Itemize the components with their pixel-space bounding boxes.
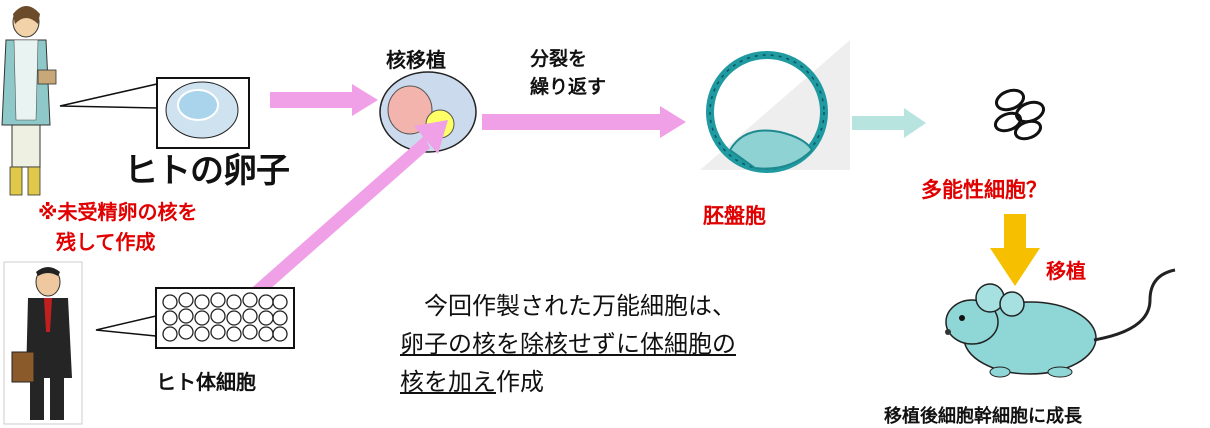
main-text-line3-underlined: 核を加え bbox=[400, 368, 496, 396]
division-label-line2: 繰り返す bbox=[530, 76, 607, 98]
egg-title: ヒトの卵子 bbox=[124, 151, 290, 191]
transplant-label: 移植 bbox=[1046, 259, 1086, 283]
egg-note-line1: ※未受精卵の核を bbox=[38, 200, 198, 224]
main-text-line3-plain: 作成 bbox=[496, 368, 544, 396]
growth-label: 移植後細胞幹細胞に成長 bbox=[884, 406, 1082, 427]
somatic-cell-label: ヒト体細胞 bbox=[156, 370, 256, 394]
arrow-pluripotent-to-mouse bbox=[990, 214, 1040, 286]
division-label-line1: 分裂を bbox=[530, 48, 588, 70]
arrow-transfer-to-blastocyst bbox=[482, 106, 686, 138]
blastocyst-icon bbox=[700, 40, 850, 173]
man-icon bbox=[3, 261, 83, 425]
blastocyst-label: 胚盤胞 bbox=[703, 204, 766, 228]
egg-callout bbox=[59, 77, 250, 149]
pluripotent-cells-icon bbox=[993, 88, 1046, 141]
nuclear-transfer-label: 核移植 bbox=[386, 48, 446, 72]
arrow-somatic-to-transfer bbox=[238, 120, 448, 312]
main-text-line3: 核を加え作成 bbox=[400, 362, 544, 397]
mouse-icon bbox=[945, 268, 1176, 378]
pluripotent-label: 多能性細胞？ bbox=[921, 178, 1047, 202]
main-text-line1: 今回作製された万能細胞は、 bbox=[424, 292, 736, 320]
main-text-line2: 卵子の核を除核せずに体細胞の bbox=[400, 330, 736, 358]
arrow-egg-to-transfer bbox=[270, 84, 378, 116]
egg-note-line2: 残して作成 bbox=[56, 230, 156, 254]
woman-icon bbox=[1, 6, 57, 196]
somatic-callout bbox=[95, 287, 295, 349]
arrow-blastocyst-to-pluripotent bbox=[852, 108, 926, 138]
